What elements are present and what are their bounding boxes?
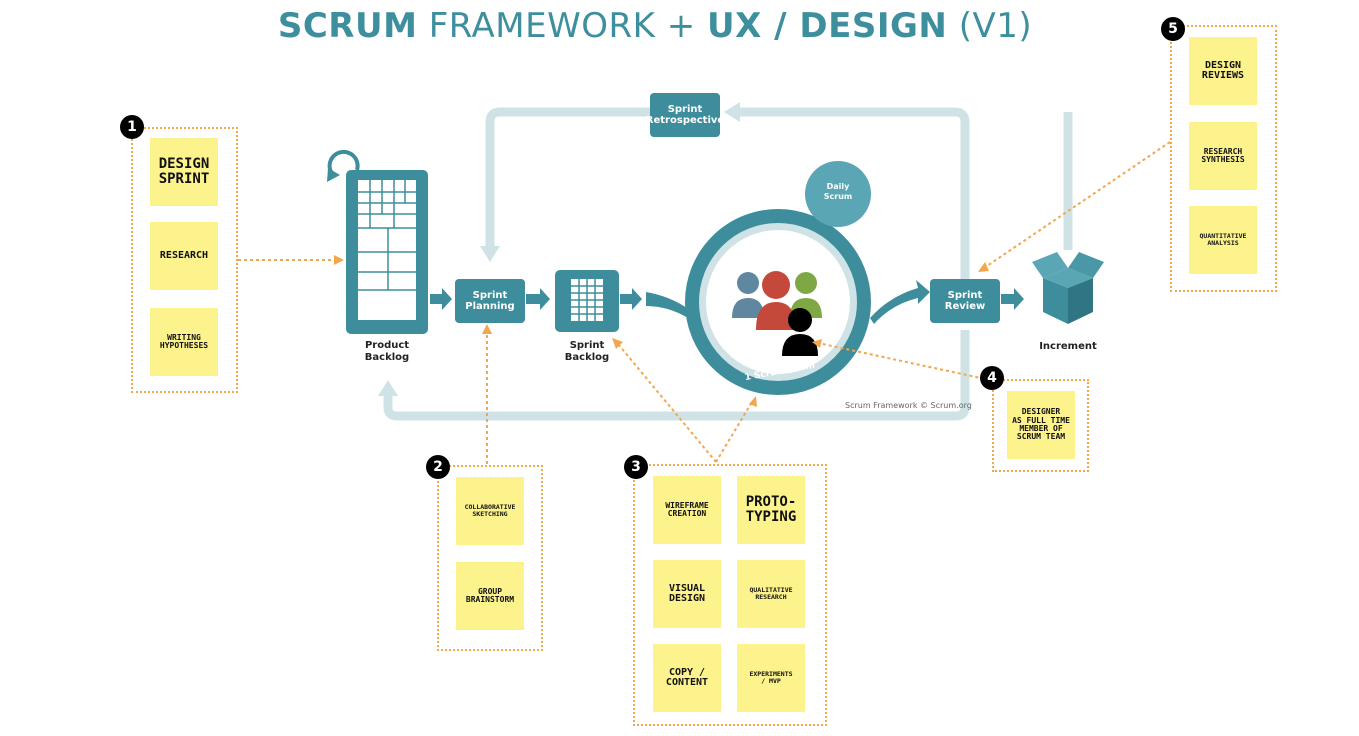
note-writing-hypotheses: WRITING HYPOTHESES bbox=[150, 308, 218, 376]
group-4-badge: 4 bbox=[980, 366, 1004, 390]
increment-box-icon bbox=[1032, 252, 1104, 324]
arrow-planning-sprintbacklog bbox=[526, 288, 550, 310]
group-4-frame bbox=[992, 379, 1089, 472]
planning-arrowhead bbox=[480, 246, 500, 262]
increment-label: Increment bbox=[1039, 341, 1097, 352]
backlog-arrowhead bbox=[378, 380, 398, 396]
group-5-badge: 5 bbox=[1161, 17, 1185, 41]
daily-scrum-circle bbox=[805, 161, 871, 227]
sprint-retrospective-box: Sprint Retrospective bbox=[646, 93, 724, 137]
team-people-icon bbox=[732, 271, 822, 356]
arrow-backlog-planning bbox=[430, 288, 452, 310]
sprint-planning-box: Sprint Planning bbox=[455, 279, 525, 323]
note-design-sprint: DESIGN SPRINT bbox=[150, 138, 218, 206]
note-collaborative-sketching: COLLABORATIVE SKETCHING bbox=[456, 477, 524, 545]
note-designer-full-time: DESIGNER AS FULL TIME MEMBER OF SCRUM TE… bbox=[1007, 391, 1075, 459]
title-framework: FRAMEWORK + bbox=[417, 6, 708, 46]
retrospective-loop-top bbox=[735, 107, 970, 300]
refresh-icon bbox=[327, 149, 360, 177]
retrospective-loop-left bbox=[485, 107, 650, 250]
group-5-frame bbox=[1170, 25, 1277, 292]
title-scrum: SCRUM bbox=[277, 6, 418, 46]
sprint-backlog-label: Sprint Backlog bbox=[564, 340, 610, 363]
product-backlog-label: Product Backlog bbox=[364, 340, 410, 363]
note-qualitative-research: QUALITATIVE RESEARCH bbox=[737, 560, 805, 628]
group-1-frame bbox=[131, 127, 238, 393]
group-3-frame bbox=[633, 464, 827, 726]
note-wireframe-creation: WIREFRAME CREATION bbox=[653, 476, 721, 544]
note-copy-content: COPY / CONTENT bbox=[653, 644, 721, 712]
title-version: (V1) bbox=[947, 6, 1033, 46]
group-2-frame bbox=[437, 465, 543, 651]
note-prototyping: PROTO- TYPING bbox=[737, 476, 805, 544]
note-experiments-mvp: EXPERIMENTS / MVP bbox=[737, 644, 805, 712]
scrum-credit: Scrum Framework © Scrum.org bbox=[845, 401, 972, 410]
note-quantitative-analysis: QUANTITATIVE ANALYSIS bbox=[1189, 206, 1257, 274]
retro-arrowhead bbox=[724, 102, 740, 122]
note-group-brainstorm: GROUP BRAINSTORM bbox=[456, 562, 524, 630]
arrow-sprintbacklog-cycle bbox=[620, 288, 642, 310]
swoosh-out bbox=[870, 280, 930, 324]
note-research: RESEARCH bbox=[150, 222, 218, 290]
daily-scrum-label: Daily Scrum bbox=[823, 182, 853, 201]
note-visual-design: VISUAL DESIGN bbox=[653, 560, 721, 628]
note-research-synthesis: RESEARCH SYNTHESIS bbox=[1189, 122, 1257, 190]
swoosh-in bbox=[646, 292, 690, 318]
group-3-badge: 3 bbox=[624, 455, 648, 479]
group-1-badge: 1 bbox=[120, 115, 144, 139]
sprint-review-box: Sprint Review bbox=[930, 279, 1000, 323]
title-ux-design: UX / DESIGN bbox=[707, 6, 948, 46]
page-title: SCRUM FRAMEWORK + UX / DESIGN (V1) bbox=[0, 6, 1310, 46]
note-design-reviews: DESIGN REVIEWS bbox=[1189, 37, 1257, 105]
arrow-review-increment bbox=[1001, 288, 1024, 310]
group-2-badge: 2 bbox=[426, 455, 450, 479]
